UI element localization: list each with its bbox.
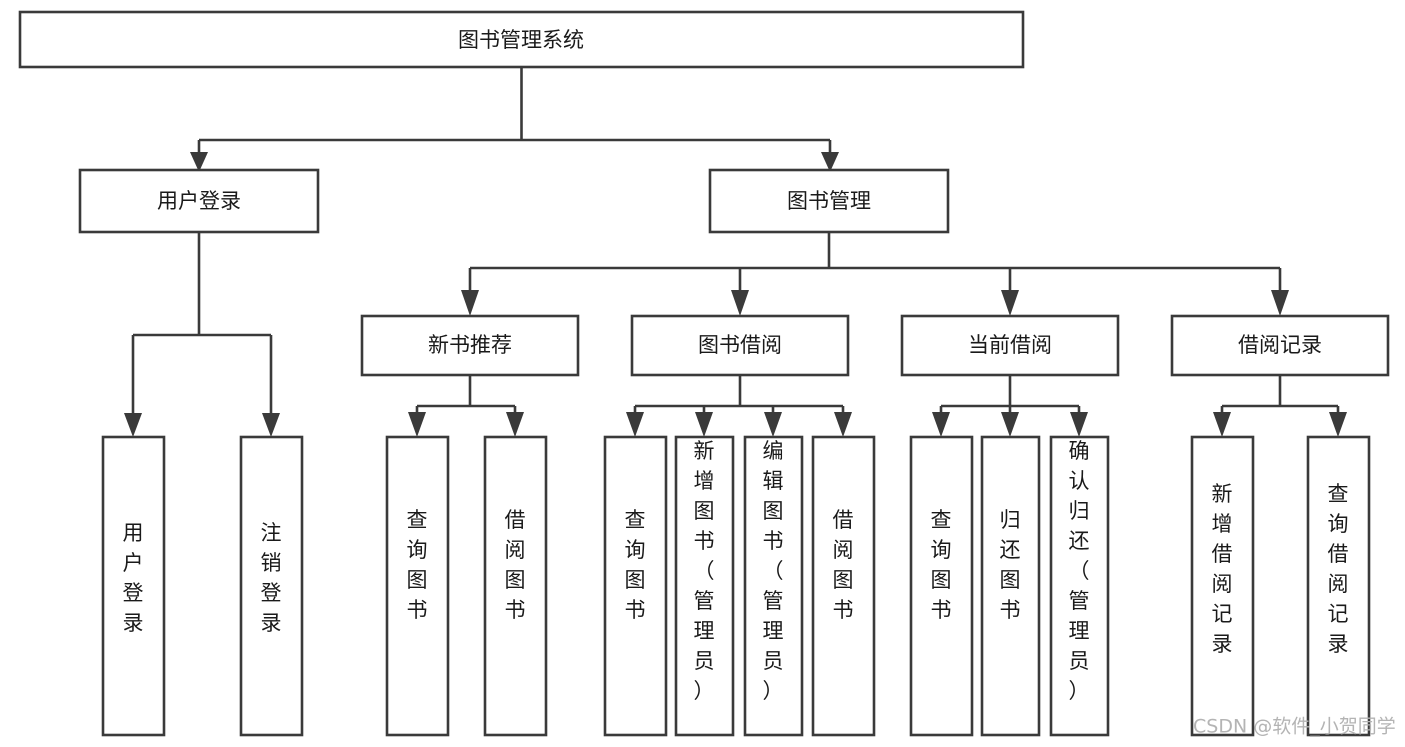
connector-group-book-borrow: [626, 375, 852, 437]
node-new-book-rec-label: 新书推荐: [428, 333, 512, 357]
arrowhead-current-borrow: [1001, 290, 1019, 316]
leaf-logout-box[interactable]: [239, 435, 304, 737]
node-book-manage-box[interactable]: [708, 168, 950, 234]
leaf-add-book-box[interactable]: [674, 435, 735, 737]
leaf-edit-book-label: 编辑图书（管理员）: [763, 439, 784, 703]
arrowhead-book-borrow: [731, 290, 749, 316]
leaf-query-book-2[interactable]: 查询图书: [603, 435, 668, 737]
leaf-query-book-2-label: 查询图书: [625, 508, 646, 622]
node-new-book-rec-box[interactable]: [360, 314, 580, 377]
leaf-return-book[interactable]: 归还图书: [980, 435, 1041, 737]
node-borrow-record-box[interactable]: [1170, 314, 1390, 377]
node-borrow-record-label: 借阅记录: [1238, 333, 1322, 357]
leaf-logout[interactable]: 注销登录: [239, 435, 304, 737]
leaf-edit-book[interactable]: 编辑图书（管理员）: [743, 435, 804, 737]
connector-group-current-borrow: [932, 375, 1088, 437]
arrowhead-br-leaf2: [1329, 412, 1347, 437]
leaf-confirm-return[interactable]: 确认归还（管理员）: [1049, 435, 1110, 737]
node-user-login-label: 用户登录: [157, 189, 241, 213]
node-current-borrow-label: 当前借阅: [968, 333, 1052, 357]
leaf-borrow-book-1[interactable]: 借阅图书: [483, 435, 548, 737]
node-borrow-record[interactable]: 借阅记录: [1170, 314, 1390, 377]
leaf-query-book-1-box[interactable]: [385, 435, 450, 737]
leaf-borrow-book-2-label: 借阅图书: [833, 508, 854, 622]
arrowhead-bb-leaf3: [764, 412, 782, 437]
leaf-confirm-return-label: 确认归还（管理员）: [1069, 439, 1090, 703]
arrowhead-nbr-leaf2: [506, 412, 524, 437]
arrowhead-bb-leaf4: [834, 412, 852, 437]
node-root-label: 图书管理系统: [458, 28, 584, 52]
connector-group-book-manage: [461, 232, 1289, 316]
node-user-login[interactable]: 用户登录: [78, 168, 320, 234]
arrowhead-nbr-leaf1: [408, 412, 426, 437]
connector-group-root: [190, 67, 839, 172]
node-current-borrow-box[interactable]: [900, 314, 1120, 377]
leaf-query-book-3[interactable]: 查询图书: [909, 435, 974, 737]
leaf-borrow-book-1-label: 借阅图书: [505, 508, 526, 622]
leaf-query-book-2-box[interactable]: [603, 435, 668, 737]
arrowhead-user-login: [190, 152, 208, 172]
arrowhead-book-manage: [821, 152, 839, 172]
leaf-return-book-box[interactable]: [980, 435, 1041, 737]
arrowhead-new-book-rec: [461, 290, 479, 316]
connector-group-borrow-record: [1213, 375, 1347, 437]
node-book-manage-label: 图书管理: [787, 189, 871, 213]
arrowhead-cb-leaf3: [1070, 412, 1088, 437]
leaf-query-book-1-label: 查询图书: [407, 508, 428, 622]
leaf-query-record[interactable]: 查询借阅记录: [1306, 435, 1371, 737]
leaf-user-login[interactable]: 用户登录: [101, 435, 166, 737]
arrowhead-cb-leaf1: [932, 412, 950, 437]
leaf-add-record-label: 新增借阅记录: [1212, 482, 1233, 656]
leaf-confirm-return-box[interactable]: [1049, 435, 1110, 737]
leaf-borrow-book-2[interactable]: 借阅图书: [811, 435, 876, 737]
node-book-borrow[interactable]: 图书借阅: [630, 314, 850, 377]
leaf-edit-book-box[interactable]: [743, 435, 804, 737]
leaf-user-login-label: 用户登录: [123, 521, 144, 635]
leaf-query-record-box[interactable]: [1306, 435, 1371, 737]
node-current-borrow[interactable]: 当前借阅: [900, 314, 1120, 377]
node-book-borrow-label: 图书借阅: [698, 333, 782, 357]
leaf-query-book-3-box[interactable]: [909, 435, 974, 737]
node-root-box[interactable]: [18, 10, 1025, 69]
connector-group-new-book-rec: [408, 375, 524, 437]
node-root[interactable]: 图书管理系统: [18, 10, 1025, 69]
arrowhead-bb-leaf1: [626, 412, 644, 437]
leaf-user-login-box[interactable]: [101, 435, 166, 737]
leaf-add-record[interactable]: 新增借阅记录: [1190, 435, 1255, 737]
csdn-watermark: CSDN @软件_小贺同学: [1193, 716, 1396, 738]
leaf-borrow-book-1-box[interactable]: [483, 435, 548, 737]
leaf-query-book-1[interactable]: 查询图书: [385, 435, 450, 737]
arrowhead-leaf-logout: [262, 413, 280, 437]
leaf-query-record-label: 查询借阅记录: [1328, 482, 1349, 656]
arrowhead-cb-leaf2: [1001, 412, 1019, 437]
node-book-manage[interactable]: 图书管理: [708, 168, 950, 234]
leaf-add-book[interactable]: 新增图书（管理员）: [674, 435, 735, 737]
arrowhead-bb-leaf2: [695, 412, 713, 437]
leaf-return-book-label: 归还图书: [1000, 508, 1021, 622]
leaf-query-book-3-label: 查询图书: [931, 508, 952, 622]
leaf-logout-label: 注销登录: [261, 521, 282, 635]
leaf-borrow-book-2-box[interactable]: [811, 435, 876, 737]
node-user-login-box[interactable]: [78, 168, 320, 234]
arrowhead-borrow-record: [1271, 290, 1289, 316]
node-new-book-rec[interactable]: 新书推荐: [360, 314, 580, 377]
leaf-add-record-box[interactable]: [1190, 435, 1255, 737]
arrowhead-br-leaf1: [1213, 412, 1231, 437]
arrowhead-leaf-user-login: [124, 413, 142, 437]
leaf-add-book-label: 新增图书（管理员）: [694, 439, 715, 703]
node-book-borrow-box[interactable]: [630, 314, 850, 377]
connector-group-user-login: [124, 232, 280, 437]
